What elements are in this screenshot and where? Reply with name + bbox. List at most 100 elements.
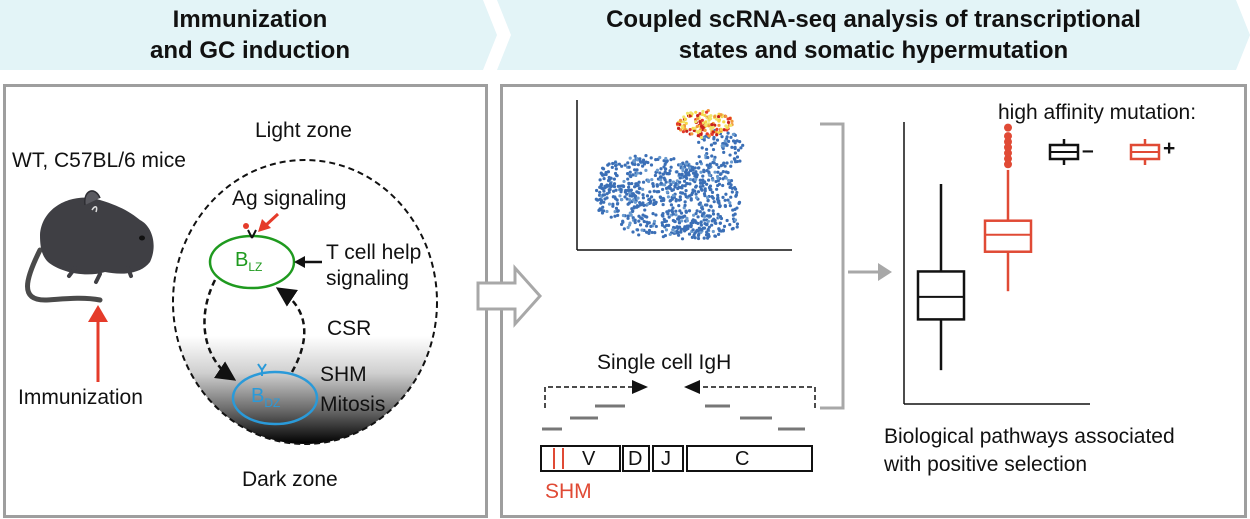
umap-point <box>617 162 621 166</box>
umap-point-high <box>701 109 705 114</box>
umap-point <box>679 191 683 195</box>
umap-point <box>713 141 717 145</box>
umap-point <box>645 202 650 206</box>
umap-point <box>694 170 698 174</box>
umap-point <box>701 184 705 188</box>
umap-point-high <box>711 125 715 129</box>
umap-point <box>680 237 685 241</box>
bdz-receptor-icon <box>257 363 267 376</box>
umap-point <box>725 218 729 223</box>
umap-point <box>697 155 701 159</box>
bracket-arrow <box>848 263 892 281</box>
umap-point <box>649 224 653 228</box>
umap-point <box>693 236 697 240</box>
umap-point <box>729 183 733 187</box>
umap-point <box>699 227 703 231</box>
umap-point <box>627 188 631 192</box>
umap-point <box>644 168 648 172</box>
umap-point <box>653 173 657 178</box>
umap-point <box>598 190 602 194</box>
umap-point <box>671 228 675 232</box>
umap-point <box>651 212 655 216</box>
umap-point <box>722 144 726 148</box>
umap-point-high <box>715 117 719 121</box>
umap-point <box>709 143 714 147</box>
umap-point <box>628 221 632 225</box>
umap-point <box>641 193 645 197</box>
banner-left: Immunization and GC induction <box>0 0 500 70</box>
umap-point-high <box>710 122 714 127</box>
umap-point <box>689 198 693 202</box>
umap-point <box>730 227 734 231</box>
umap-point-high <box>698 120 702 124</box>
umap-point <box>628 191 632 195</box>
umap-point <box>723 204 728 209</box>
shm-label: SHM <box>320 363 367 386</box>
legend-title: high affinity mutation: <box>998 101 1197 124</box>
umap-point-high <box>675 122 680 126</box>
umap-point <box>721 183 725 188</box>
umap-point-high <box>714 130 718 134</box>
pathways-line1: Biological pathways associated <box>884 425 1175 448</box>
umap-point <box>733 145 737 149</box>
umap-point <box>626 214 630 218</box>
box-outlier <box>1004 123 1012 132</box>
umap-point <box>702 236 706 240</box>
umap-point <box>725 143 729 147</box>
umap-point <box>684 189 688 193</box>
umap-point <box>671 193 675 198</box>
umap-point <box>730 145 734 149</box>
umap-point-high <box>704 120 708 124</box>
umap-point <box>685 182 690 186</box>
umap-point <box>721 170 725 174</box>
umap-point <box>700 146 704 150</box>
umap-point <box>717 201 721 205</box>
umap-point <box>705 223 709 227</box>
umap-point <box>676 226 680 231</box>
umap-point <box>733 160 738 164</box>
umap-point <box>634 173 638 178</box>
umap-point <box>628 170 632 174</box>
umap-point <box>716 170 720 174</box>
umap-point <box>703 187 707 191</box>
umap-point-high <box>696 114 700 118</box>
umap-point <box>718 204 722 209</box>
umap-point <box>636 163 640 167</box>
umap-point <box>674 213 678 217</box>
umap-point <box>647 228 652 233</box>
umap-point <box>605 209 609 214</box>
umap-point <box>676 186 680 191</box>
umap-point <box>698 160 703 164</box>
umap-point <box>659 181 663 185</box>
umap-point <box>667 215 671 219</box>
umap-point <box>700 207 705 211</box>
umap-point <box>663 170 667 174</box>
umap-point <box>623 195 627 199</box>
umap-point <box>638 160 643 164</box>
umap-point <box>613 214 617 218</box>
umap-point <box>728 204 732 208</box>
mitosis-label: Mitosis <box>320 393 386 416</box>
umap-point <box>704 147 709 151</box>
umap-point <box>633 194 638 198</box>
umap-point <box>667 209 671 213</box>
umap-point <box>693 189 697 193</box>
umap-point <box>631 230 635 234</box>
blz-letter: B <box>235 249 249 271</box>
umap-point-high <box>722 128 726 132</box>
box-outlier <box>1004 154 1012 163</box>
umap-point <box>735 139 739 143</box>
umap-point <box>712 135 716 140</box>
umap-point <box>611 161 615 166</box>
banner-right-shape <box>497 0 1250 70</box>
umap-point <box>661 196 665 201</box>
umap-point <box>600 166 605 170</box>
umap-point <box>683 200 687 204</box>
umap-point <box>628 211 632 215</box>
umap-point-high <box>682 115 686 119</box>
umap-point <box>621 213 626 218</box>
umap-point <box>666 195 671 199</box>
umap-point <box>671 188 675 192</box>
igh-reads <box>542 380 816 431</box>
